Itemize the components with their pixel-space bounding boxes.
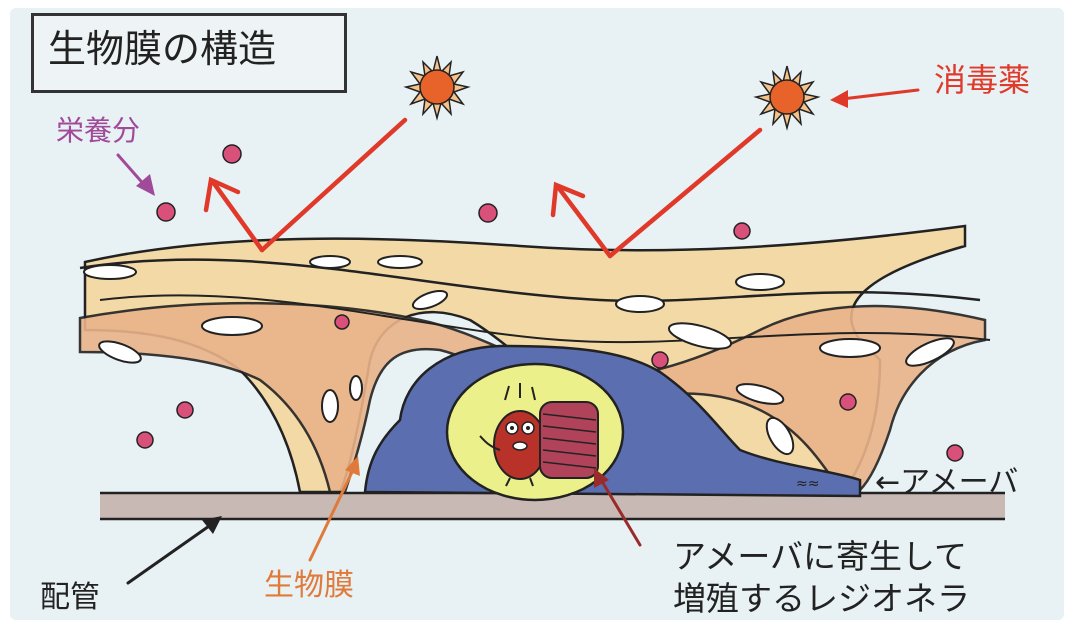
disinfectant-label: 消毒薬 <box>934 64 1030 96</box>
nutrient-label: 栄養分 <box>56 117 140 145</box>
diagram-title: 生物膜の構造 <box>48 30 276 68</box>
legionella-label-line1: アメーバに寄生して <box>673 540 967 573</box>
legionella-label-line2: 増殖するレジオネラ <box>673 582 970 615</box>
amoeba-nucleus-icon: ≈≈ <box>796 476 819 492</box>
pipe-label: 配管 <box>40 583 100 613</box>
biofilm-label: 生物膜 <box>264 571 354 601</box>
amoeba-label: ←アメーバ <box>875 468 1018 498</box>
